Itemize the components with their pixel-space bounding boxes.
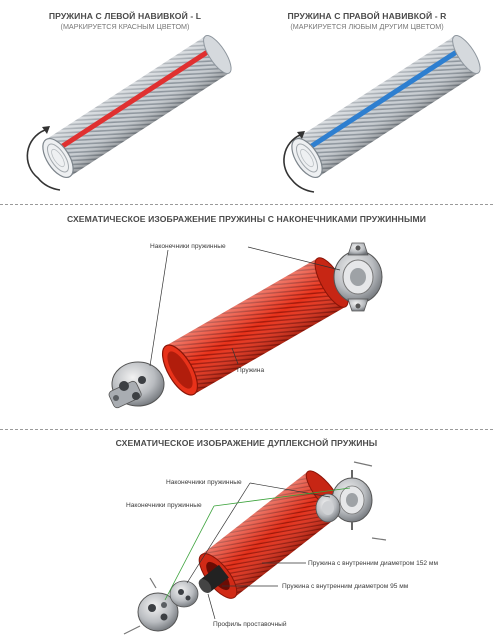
inner-spring-label: Пружина с внутренним диаметром 95 мм bbox=[282, 583, 409, 590]
duplex-right-inner-tip bbox=[315, 493, 341, 523]
rotation-arrow-icon bbox=[26, 129, 61, 191]
outer-spring-label: Пружина с внутренним диаметром 152 мм bbox=[308, 560, 438, 567]
left-spring-red-stripe bbox=[57, 46, 215, 151]
left-spring-title: ПРУЖИНА С ЛЕВОЙ НАВИВКОЙ - L bbox=[48, 11, 202, 21]
right-spring-tip bbox=[333, 242, 383, 312]
spring-label: Пружина bbox=[237, 367, 265, 374]
spring-with-tips-title: СХЕМАТИЧЕСКОЕ ИЗОБРАЖЕНИЕ ПРУЖИНЫ С НАКО… bbox=[66, 214, 427, 224]
duplex-spring-title: СХЕМАТИЧЕСКОЕ ИЗОБРАЖЕНИЕ ДУПЛЕКСНОЙ ПРУ… bbox=[115, 438, 378, 448]
left-spring bbox=[26, 35, 232, 191]
section-divider bbox=[0, 204, 493, 205]
left-spring-subtitle: (МАРКИРУЕТСЯ КРАСНЫМ ЦВЕТОМ) bbox=[60, 22, 190, 31]
duplex-spring-illustration bbox=[123, 461, 387, 635]
right-spring-subtitle: (МАРКИРУЕТСЯ ЛЮБЫМ ДРУГИМ ЦВЕТОМ) bbox=[290, 22, 444, 31]
spring-with-tips-illustration bbox=[108, 242, 383, 409]
spacer-profile-label: Профиль проставочный bbox=[213, 621, 287, 628]
duplex-left-tip bbox=[137, 592, 179, 632]
duplex-tips-label-1: Наконечники пружинные bbox=[166, 479, 242, 486]
red-spring bbox=[161, 257, 349, 396]
tips-label: Наконечники пружинные bbox=[150, 243, 226, 250]
right-spring-title: ПРУЖИНА С ПРАВОЙ НАВИВКОЙ - R bbox=[287, 11, 447, 21]
rotation-arrow-icon bbox=[283, 134, 315, 193]
duplex-left-inner-tip bbox=[169, 580, 199, 608]
section-divider bbox=[0, 429, 493, 430]
right-spring-blue-stripe bbox=[306, 46, 464, 151]
spacer-profile bbox=[198, 564, 229, 594]
left-spring-tip bbox=[108, 361, 165, 409]
right-spring bbox=[283, 35, 481, 193]
duplex-tips-label-2: Наконечники пружинные bbox=[126, 502, 202, 509]
